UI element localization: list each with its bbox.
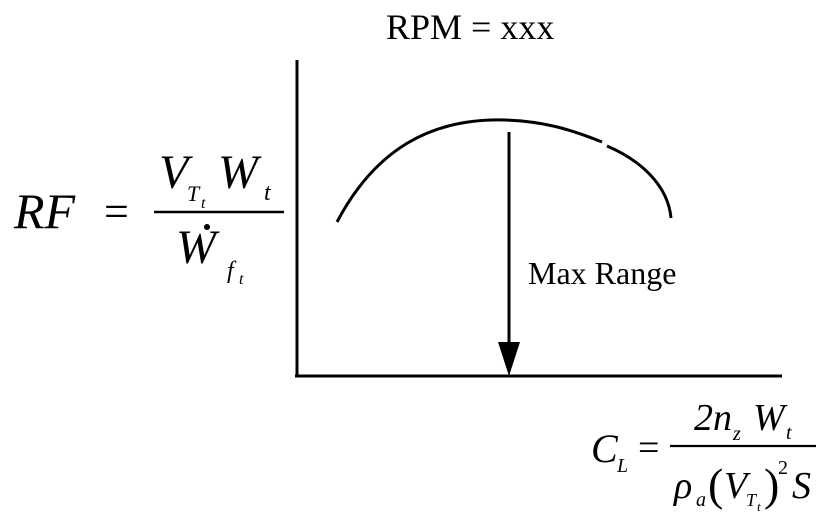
lift-coefficient-formula: C L = 2 n z W t ρ a ( V T t ) 2 S <box>591 397 816 514</box>
cl-num-coef: 2 <box>694 397 713 439</box>
cl-den-rho: ρ <box>673 465 692 507</box>
max-range-arrowhead <box>498 342 520 376</box>
rf-num-v: V <box>159 146 193 199</box>
cl-num-w-sub: t <box>786 422 792 444</box>
cl-den-exp: 2 <box>778 457 788 479</box>
rf-den-subsub: t <box>239 271 244 288</box>
rf-den-w: W <box>176 221 220 274</box>
rf-num-v-subsub: t <box>201 195 206 212</box>
cl-den-s: S <box>792 465 811 507</box>
rf-den-dot <box>204 224 210 230</box>
cl-equals: = <box>638 427 659 469</box>
cl-num-n-sub: z <box>732 423 741 445</box>
cl-num-n: n <box>713 397 732 439</box>
rf-symbol: RF <box>13 183 76 239</box>
diagram-title: RPM = xxx <box>386 7 555 47</box>
cl-den-rparen: ) <box>764 459 779 510</box>
cl-sub: L <box>616 455 628 477</box>
range-factor-curve-tail <box>606 144 673 219</box>
rf-den-sub: f <box>227 258 237 284</box>
cl-den-v: V <box>724 465 751 507</box>
rf-num-w: W <box>218 146 262 199</box>
range-factor-formula: RF = V T t W t W f t <box>13 146 284 288</box>
cl-num-w: W <box>753 397 788 439</box>
rf-equals: = <box>104 187 129 236</box>
cl-den-v-subsub: t <box>757 499 761 514</box>
cl-den-v-sub: T <box>746 490 758 510</box>
rf-num-v-sub: T <box>187 181 201 206</box>
range-factor-curve <box>335 118 603 223</box>
max-range-label: Max Range <box>528 255 677 291</box>
rf-num-w-sub: t <box>264 180 272 206</box>
cl-symbol: C <box>591 426 619 471</box>
cl-den-lparen: ( <box>708 459 723 510</box>
cl-den-rho-sub: a <box>696 489 706 511</box>
